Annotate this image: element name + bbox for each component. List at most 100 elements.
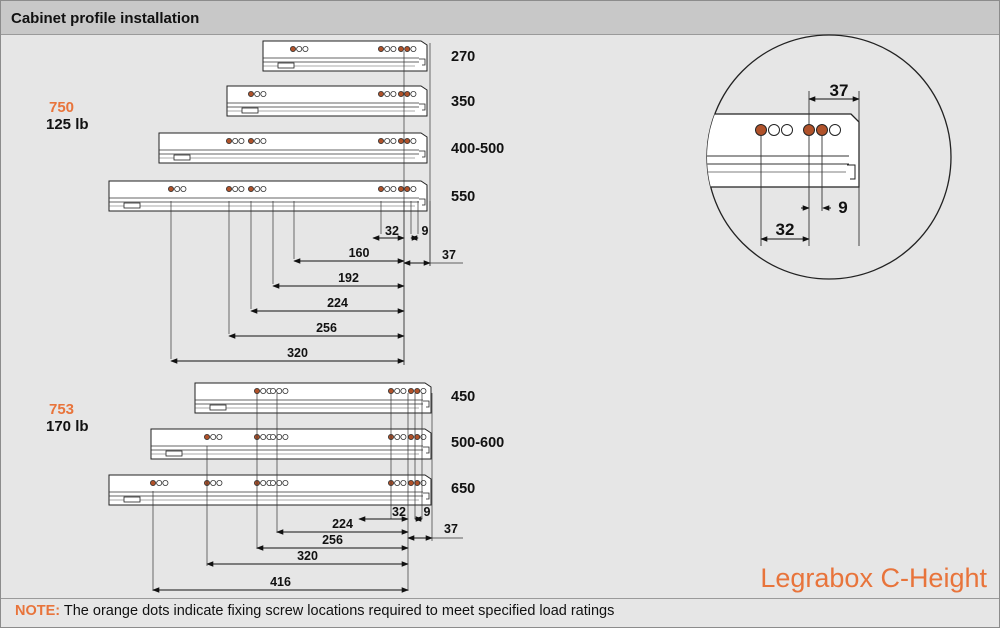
fixing-screw-dot [407, 479, 414, 486]
load-rating: 170 lb [46, 418, 89, 435]
profile-end-hook [423, 446, 430, 454]
hole-dot [254, 137, 261, 144]
screw-hole-group [387, 479, 407, 486]
profile-end-hook [423, 400, 430, 408]
screw-hole-group [397, 46, 417, 53]
screw-hole-group [289, 46, 309, 53]
hole-dot [410, 137, 417, 144]
hole-dot [390, 91, 397, 98]
hole-dot [180, 185, 187, 192]
screw-hole-group [149, 479, 169, 486]
hole-dot [238, 185, 245, 192]
screw-hole-group [397, 185, 417, 192]
cabinet-profile [150, 428, 432, 460]
hole-dot [260, 479, 267, 486]
hole-dot [232, 185, 239, 192]
detail-dimension-label: 37 [830, 81, 849, 100]
profile-outline [108, 474, 432, 506]
screw-hole-group [397, 137, 417, 144]
cabinet-profile [262, 40, 428, 72]
hole-dot [216, 479, 223, 486]
screw-hole-group [225, 137, 245, 144]
hole-dot [390, 137, 397, 144]
fixing-screw-dot [397, 137, 404, 144]
dimension-label: 256 [322, 533, 343, 547]
hole-dot [210, 479, 217, 486]
fixing-screw-dot [247, 185, 254, 192]
hole-dot [384, 185, 391, 192]
profile-clip [277, 62, 295, 69]
fixing-screw-dot [289, 46, 296, 53]
profile-end-hook [419, 198, 426, 206]
fixing-screw-dot [404, 137, 411, 144]
dimension-label: 224 [332, 517, 353, 531]
screw-hole-group [387, 387, 407, 394]
hole-dot [410, 91, 417, 98]
hole-dot [216, 433, 223, 440]
dimension-label: 32 [392, 505, 406, 519]
profile-length-label: 350 [451, 94, 475, 110]
screw-hole-group [269, 433, 289, 440]
fixing-screw-dot [377, 185, 384, 192]
dimension-label: 320 [287, 346, 308, 360]
fixing-screw-dot [407, 387, 414, 394]
fixing-screw-dot [397, 185, 404, 192]
hole-dot [829, 124, 841, 136]
hole-dot [410, 185, 417, 192]
model-753-label: 753 170 lb [46, 401, 89, 435]
dimension-label: 9 [422, 224, 429, 238]
fixing-screw-dot [755, 124, 767, 136]
dimension-label: 320 [297, 549, 318, 563]
hole-dot [394, 433, 401, 440]
hole-dot [260, 91, 267, 98]
screw-hole-group [247, 91, 267, 98]
hole-dot [232, 137, 239, 144]
screw-hole-group [203, 479, 223, 486]
fixing-screw-dot [167, 185, 174, 192]
fixing-screw-dot [397, 46, 404, 53]
hole-dot [269, 433, 276, 440]
profile-clip [123, 202, 141, 209]
fixing-screw-dot [225, 137, 232, 144]
dimension-label: 416 [270, 575, 291, 589]
profile-end-hook [419, 103, 426, 111]
fixing-screw-dot [247, 137, 254, 144]
screw-hole-group [269, 387, 289, 394]
hole-dot [420, 479, 427, 486]
profile-length-label: 400-500 [451, 141, 504, 157]
fixing-screw-dot [387, 387, 394, 394]
load-rating: 125 lb [46, 116, 89, 133]
detail-end-hook [847, 164, 856, 180]
dimension-label: 32 [385, 224, 399, 238]
hole-dot [260, 433, 267, 440]
fixing-screw-dot [414, 433, 421, 440]
fixing-screw-dot [414, 479, 421, 486]
profile-outline [150, 428, 432, 460]
detail-dimension-label: 9 [838, 198, 847, 217]
profile-clip [241, 107, 259, 114]
screw-hole-group [377, 46, 397, 53]
hole-dot [400, 479, 407, 486]
profile-end-hook [419, 150, 426, 158]
model-number: 750 [49, 99, 75, 116]
profile-length-label: 500-600 [451, 435, 504, 451]
profile-length-label: 550 [451, 189, 475, 205]
page-title: Cabinet profile installation [11, 10, 200, 27]
profile-clip [173, 154, 191, 161]
brand-logo: Legrabox C-Height [760, 563, 987, 593]
hole-dot [390, 46, 397, 53]
hole-dot [276, 387, 283, 394]
hole-dot [282, 433, 289, 440]
cabinet-profile [158, 132, 428, 164]
model-number: 753 [49, 401, 75, 418]
hole-dot [420, 387, 427, 394]
screw-hole-group [247, 137, 267, 144]
cabinet-profile [194, 382, 432, 414]
screw-hole-group [377, 91, 397, 98]
fixing-screw-dot [803, 124, 815, 136]
fixing-screw-dot [377, 46, 384, 53]
